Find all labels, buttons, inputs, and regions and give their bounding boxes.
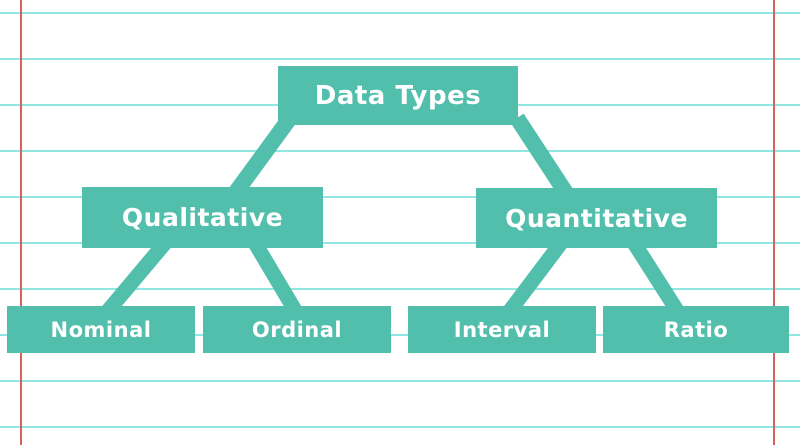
node-nominal: Nominal <box>7 306 195 353</box>
right-margin-line <box>773 0 775 445</box>
left-margin-line <box>20 0 22 445</box>
connector-root-qualitative <box>226 113 297 201</box>
connector-quantitative-ratio <box>627 238 685 317</box>
connector-root-quantitative <box>510 113 575 201</box>
node-ordinal: Ordinal <box>203 306 391 353</box>
node-qualitative: Qualitative <box>82 187 323 248</box>
node-ratio: Ratio <box>603 306 789 353</box>
connector-qualitative-ordinal <box>248 239 303 316</box>
node-nominal-label: Nominal <box>50 317 152 342</box>
node-qualitative-label: Qualitative <box>121 203 284 232</box>
connector-quantitative-interval <box>503 238 567 317</box>
node-data-types: Data Types <box>278 66 518 125</box>
node-data-types-label: Data Types <box>314 80 482 111</box>
node-quantitative: Quantitative <box>476 188 717 248</box>
node-interval: Interval <box>408 306 596 353</box>
node-quantitative-label: Quantitative <box>505 203 688 233</box>
connector-qualitative-nominal <box>101 238 171 317</box>
node-ratio-label: Ratio <box>663 317 729 342</box>
node-ordinal-label: Ordinal <box>251 317 343 342</box>
node-interval-label: Interval <box>453 317 551 342</box>
